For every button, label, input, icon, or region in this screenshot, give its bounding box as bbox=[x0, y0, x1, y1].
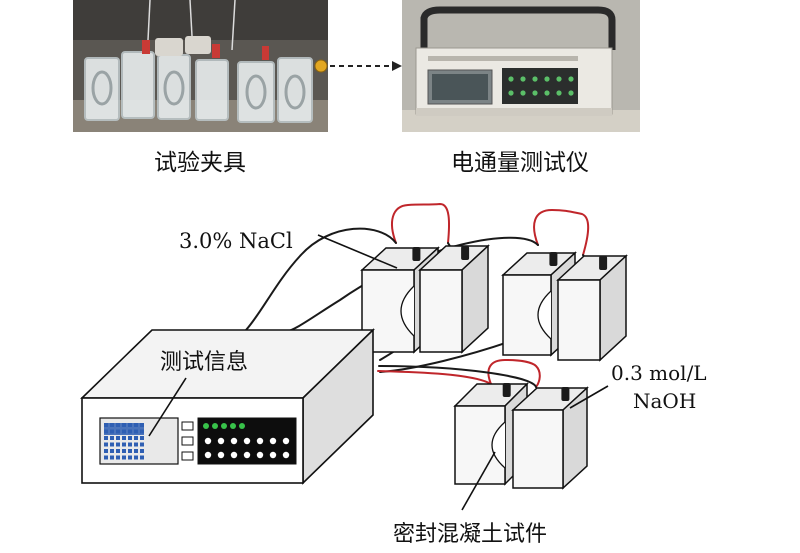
terminal-post bbox=[461, 246, 470, 260]
cell-block bbox=[418, 244, 490, 354]
device-side-buttons bbox=[181, 421, 194, 461]
flux-meter-device: 测试信息 bbox=[80, 328, 375, 485]
meter-photo: 电通量测试仪 bbox=[402, 0, 640, 176]
terminal-post bbox=[549, 252, 558, 266]
photo-arrow bbox=[314, 59, 402, 73]
fixture-caption: 试验夹具 bbox=[154, 150, 246, 176]
meter-caption: 电通量测试仪 bbox=[451, 150, 589, 176]
cell-block bbox=[453, 382, 529, 486]
specimen-label: 密封混凝土试件 bbox=[393, 522, 547, 547]
leader-lines bbox=[148, 234, 609, 511]
naoh-label-line2: NaOH bbox=[633, 389, 696, 413]
naoh-label-line1: 0.3 mol/L bbox=[611, 361, 707, 385]
device-screen bbox=[104, 423, 144, 460]
nacl-label: 3.0% NaCl bbox=[179, 229, 293, 253]
terminal-post bbox=[561, 387, 570, 401]
cell-block bbox=[511, 386, 589, 490]
fixture-photo: 试验夹具 bbox=[73, 0, 328, 176]
cell-block bbox=[556, 254, 628, 362]
terminal-post bbox=[502, 383, 511, 397]
terminal-post bbox=[599, 256, 608, 270]
terminal-post bbox=[412, 247, 421, 261]
device-label: 测试信息 bbox=[160, 350, 248, 375]
device-keypad bbox=[203, 423, 290, 459]
test-cells bbox=[360, 244, 628, 490]
